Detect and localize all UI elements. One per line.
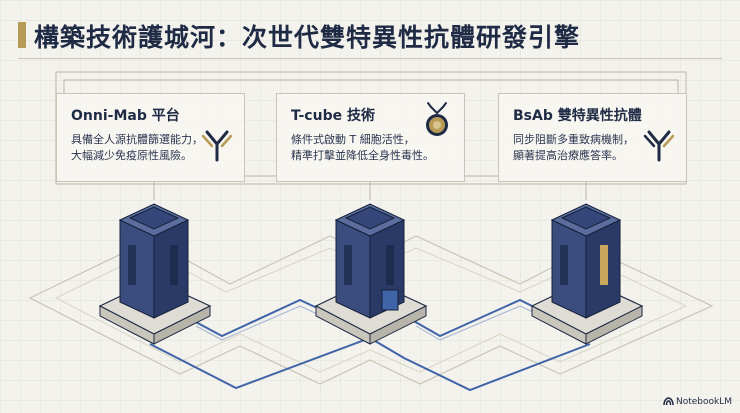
tower-crown (344, 206, 396, 230)
tower-2 (314, 203, 428, 345)
card-description-line: 具備全人源抗體篩選能力， (71, 133, 203, 146)
card-description: 同步阻斷多重致病機制， 顯著提高治療應答率。 (513, 132, 634, 164)
notebooklm-logo-icon (663, 397, 674, 406)
tower-panel (600, 245, 608, 285)
tower-body-left (119, 219, 155, 319)
tower-base-side-right (585, 305, 643, 345)
tower-panel (344, 245, 352, 285)
tower-body-left (335, 219, 371, 319)
tower-panel (128, 245, 136, 285)
card-heading: Onni-Mab 平台 (71, 108, 180, 124)
tower-panel (386, 245, 394, 285)
card-description-line: 顯著提高治療應答率。 (513, 149, 623, 162)
title-accent-bar (18, 22, 26, 48)
moat-track-outer (28, 235, 714, 385)
tower-base-side-right (369, 305, 427, 345)
card-heading: T-cube 技術 (291, 108, 375, 124)
tower-3 (530, 203, 644, 345)
card-description: 條件式啟動 T 細胞活性， 精準打擊並降低全身性毒性。 (291, 132, 434, 164)
card-description-line: 精準打擊並降低全身性毒性。 (291, 149, 434, 162)
t-cell-activation-icon (426, 102, 448, 136)
brand-watermark: NotebookLM (663, 397, 732, 407)
card-heading: BsAb 雙特異性抗體 (513, 108, 642, 124)
card-description-line: 同步阻斷多重致病機制， (513, 133, 634, 146)
card-description: 具備全人源抗體篩選能力， 大幅減少免疫原性風險。 (71, 132, 203, 164)
card-description-line: 條件式啟動 T 細胞活性， (291, 133, 415, 146)
bispecific-antibody-icon (643, 130, 675, 162)
card-onni-mab: Onni-Mab 平台 具備全人源抗體篩選能力， 大幅減少免疫原性風險。 (56, 93, 245, 182)
card-bsab: BsAb 雙特異性抗體 同步阻斷多重致病機制， 顯著提高治療應答率。 (498, 93, 687, 182)
tower-crown (128, 206, 180, 230)
tower-panel (170, 245, 178, 285)
tower-panel (560, 245, 568, 285)
brand-label: NotebookLM (675, 397, 732, 407)
card-t-cube: T-cube 技術 條件式啟動 T 細胞活性， 精準打擊並降低全身性毒性。 (276, 93, 465, 182)
antibody-icon (201, 130, 233, 162)
tower-base-side-right (153, 305, 211, 345)
card-description-line: 大幅減少免疫原性風險。 (71, 149, 192, 162)
tower-crown (560, 206, 612, 230)
tower-gate (381, 289, 399, 311)
moat-track-inner (54, 247, 688, 373)
page-title: 構築技術護城河：次世代雙特異性抗體研發引擎 (34, 23, 581, 52)
tower-body-left (551, 219, 587, 319)
tower-1 (98, 203, 212, 345)
title-divider (18, 58, 722, 59)
